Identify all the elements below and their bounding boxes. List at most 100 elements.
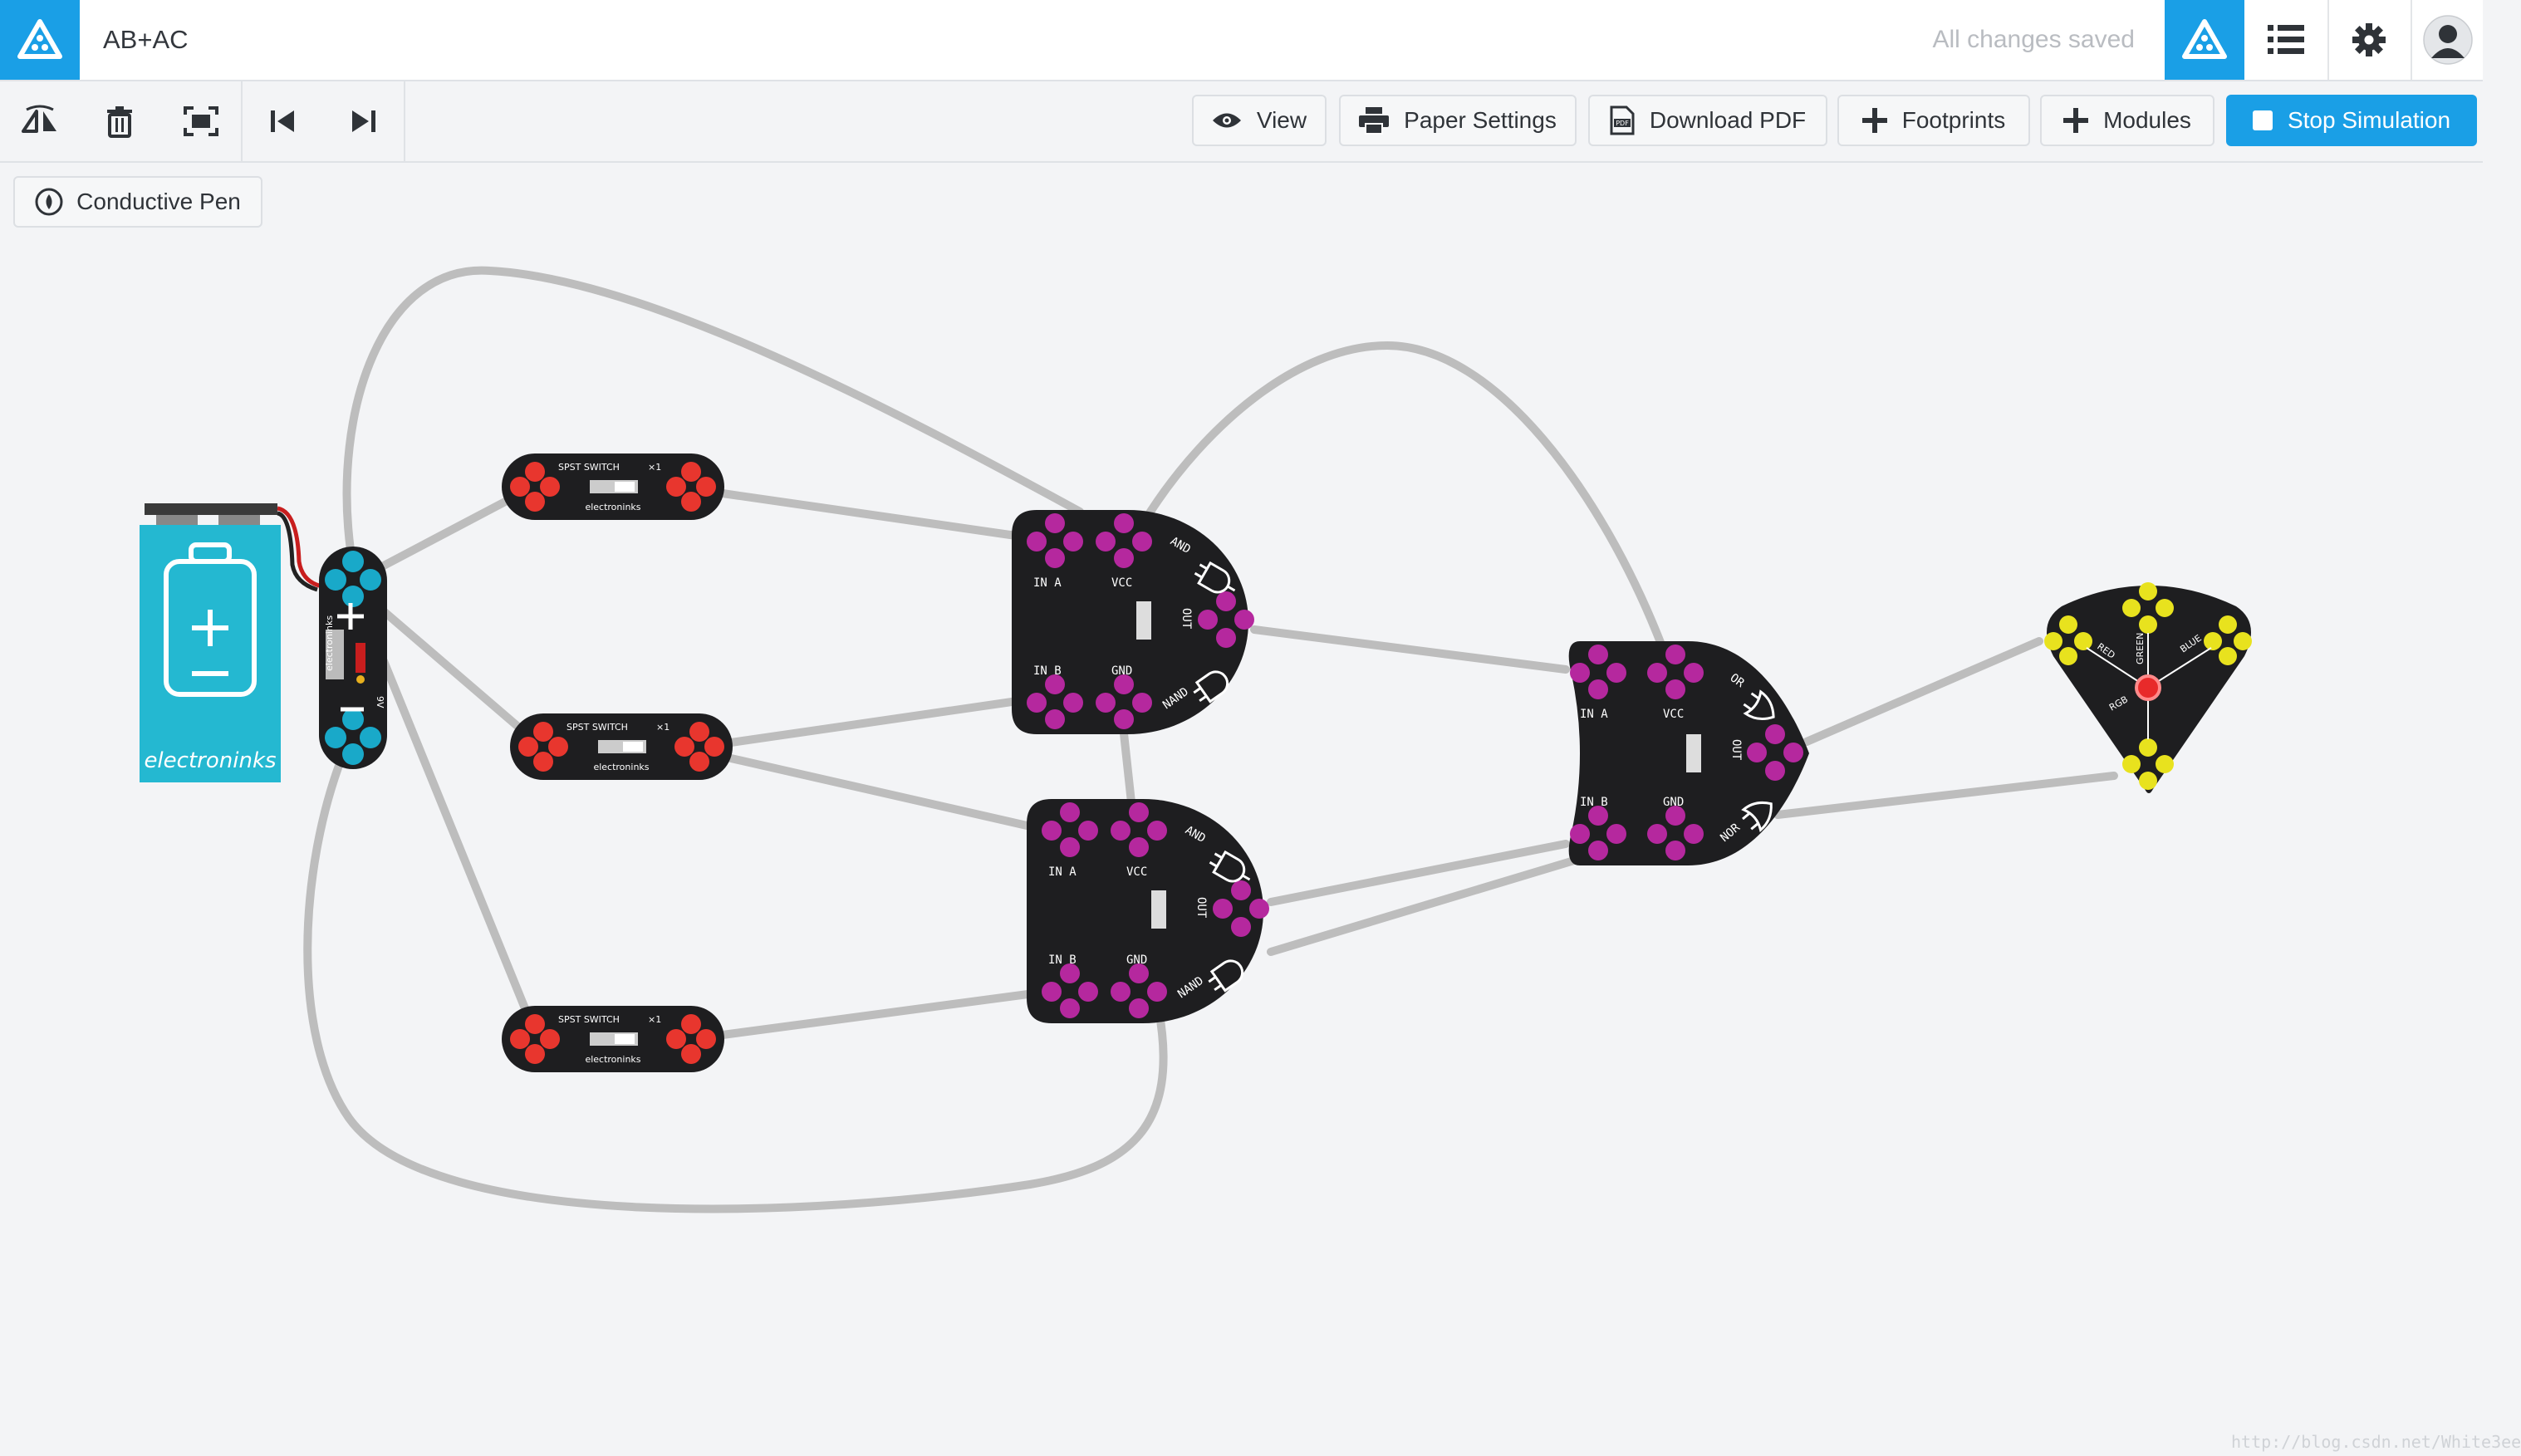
circuit-icon <box>2182 19 2227 59</box>
battery-brand: electroninks <box>144 748 276 773</box>
delete-button[interactable] <box>80 81 159 161</box>
wire[interactable] <box>1802 637 2043 746</box>
gate-in-a: IN A <box>1033 576 1062 590</box>
modules-button[interactable]: Modules <box>2040 95 2214 146</box>
gate-vcc: VCC <box>1663 708 1684 721</box>
settings-button[interactable] <box>2329 0 2409 80</box>
wire[interactable] <box>380 657 529 1012</box>
circuit-mode-button[interactable] <box>2165 0 2244 80</box>
or-gate-symbol-icon <box>1743 689 1775 721</box>
eye-icon <box>1212 113 1241 128</box>
modules-label: Modules <box>2103 107 2191 133</box>
switch-count: ×1 <box>648 1014 661 1025</box>
led-traces <box>2086 633 2212 739</box>
wire[interactable] <box>1146 341 1665 649</box>
switch-module-3[interactable]: SPST SWITCH ×1 electroninks <box>502 1006 724 1072</box>
wire[interactable] <box>303 753 1168 1213</box>
gate-gnd: GND <box>1111 664 1132 678</box>
printer-icon <box>1359 107 1390 135</box>
led-light <box>2135 674 2161 701</box>
switch-module-2[interactable]: SPST SWITCH ×1 electroninks <box>510 713 733 780</box>
footprints-label: Footprints <box>1901 107 2006 133</box>
svg-text:PDF: PDF <box>1616 120 1629 127</box>
wire[interactable] <box>380 497 511 570</box>
circuit-canvas[interactable]: electroninks 9V electroninks SPST SWITCH… <box>0 163 2483 1456</box>
conductive-pen-button[interactable]: Conductive Pen <box>13 176 262 228</box>
wire[interactable] <box>1267 840 1570 906</box>
gear-icon <box>2352 23 2386 56</box>
gate-in-b: IN B <box>1580 796 1608 809</box>
gate-in-a: IN A <box>1048 865 1077 879</box>
footprints-button[interactable]: Footprints <box>1837 95 2030 146</box>
skip-back-button[interactable] <box>243 81 322 161</box>
skip-forward-button[interactable] <box>324 81 404 161</box>
gate-in-a: IN A <box>1580 708 1608 721</box>
or-gate-module[interactable]: IN A VCC IN B GND OUT OR NOR <box>1568 641 1809 865</box>
switch-label: SPST SWITCH <box>566 722 628 733</box>
toolbar: View Paper Settings PDF Download PDF Foo… <box>0 81 2483 163</box>
flip-button[interactable] <box>0 81 80 161</box>
wire[interactable] <box>380 607 523 732</box>
hub-brand-label: electroninks <box>324 615 335 671</box>
fit-to-screen-button[interactable] <box>161 81 241 161</box>
hub-9v-label: 9V <box>375 696 385 708</box>
user-avatar-button[interactable] <box>2412 0 2483 80</box>
switch-label: SPST SWITCH <box>558 1014 620 1025</box>
wire[interactable] <box>1250 625 1570 674</box>
gate-out: OUT <box>1729 739 1743 761</box>
document-title[interactable]: AB+AC <box>103 25 189 54</box>
wire[interactable] <box>342 266 1084 554</box>
pdf-file-icon: PDF <box>1610 105 1635 135</box>
led-green-label: GREEN <box>2135 633 2146 664</box>
and-gate-symbol-icon <box>1194 561 1236 594</box>
view-button[interactable]: View <box>1192 95 1327 146</box>
app-logo-icon <box>17 19 62 59</box>
switch-brand: electroninks <box>593 762 649 772</box>
download-pdf-label: Download PDF <box>1649 107 1807 133</box>
rgb-led-module[interactable]: RED GREEN BLUE RGB <box>2044 582 2252 793</box>
wire[interactable] <box>1267 856 1578 956</box>
wire[interactable] <box>719 989 1038 1039</box>
toolbar-divider <box>241 81 243 161</box>
top-divider <box>2411 0 2412 80</box>
paper-settings-button[interactable]: Paper Settings <box>1339 95 1577 146</box>
stop-simulation-button[interactable]: Stop Simulation <box>2226 95 2477 146</box>
and-gate-module-2[interactable]: IN A VCC IN B GND OUT AND NAND <box>1027 799 1269 1023</box>
and-gate-symbol-icon <box>1209 850 1251 883</box>
wire[interactable] <box>727 754 1038 831</box>
list-icon <box>2268 25 2304 54</box>
gate-out: OUT <box>1194 897 1208 919</box>
paper-settings-label: Paper Settings <box>1404 107 1557 133</box>
nand-gate-symbol-icon <box>1208 959 1244 993</box>
plus-icon <box>2063 108 2089 133</box>
gate-gnd: GND <box>1126 954 1147 967</box>
wire[interactable] <box>1773 772 2118 819</box>
app-logo[interactable] <box>0 0 80 80</box>
wire[interactable] <box>719 489 1026 541</box>
skip-forward-icon <box>352 110 375 132</box>
wire[interactable] <box>1119 722 1135 806</box>
gate-gnd: GND <box>1663 796 1684 809</box>
plus-icon <box>1861 108 1887 133</box>
trash-icon <box>107 106 132 138</box>
ink-drop-icon <box>35 188 63 216</box>
switch-module-1[interactable]: SPST SWITCH ×1 electroninks <box>502 453 724 520</box>
gate-vcc: VCC <box>1126 865 1147 879</box>
wire[interactable] <box>727 697 1022 747</box>
gate-out: OUT <box>1180 608 1193 630</box>
nor-gate-symbol-icon <box>1741 801 1773 832</box>
power-hub-module[interactable]: 9V electroninks <box>319 547 387 769</box>
flip-icon <box>22 105 56 133</box>
battery-module[interactable]: electroninks <box>140 503 323 782</box>
list-view-button[interactable] <box>2246 0 2326 80</box>
top-divider <box>2327 0 2329 80</box>
and-gate-module-1[interactable]: IN A VCC IN B GND OUT AND NAND <box>1012 510 1254 734</box>
avatar-icon <box>2422 15 2473 65</box>
watermark: http://blog.csdn.net/White3ee <box>2231 1432 2521 1452</box>
top-bar: AB+AC All changes saved <box>0 0 2483 81</box>
download-pdf-button[interactable]: PDF Download PDF <box>1588 95 1827 146</box>
fit-screen-icon <box>184 106 218 136</box>
skip-back-icon <box>271 110 294 132</box>
view-button-label: View <box>1256 107 1307 133</box>
gate-vcc: VCC <box>1111 576 1132 590</box>
